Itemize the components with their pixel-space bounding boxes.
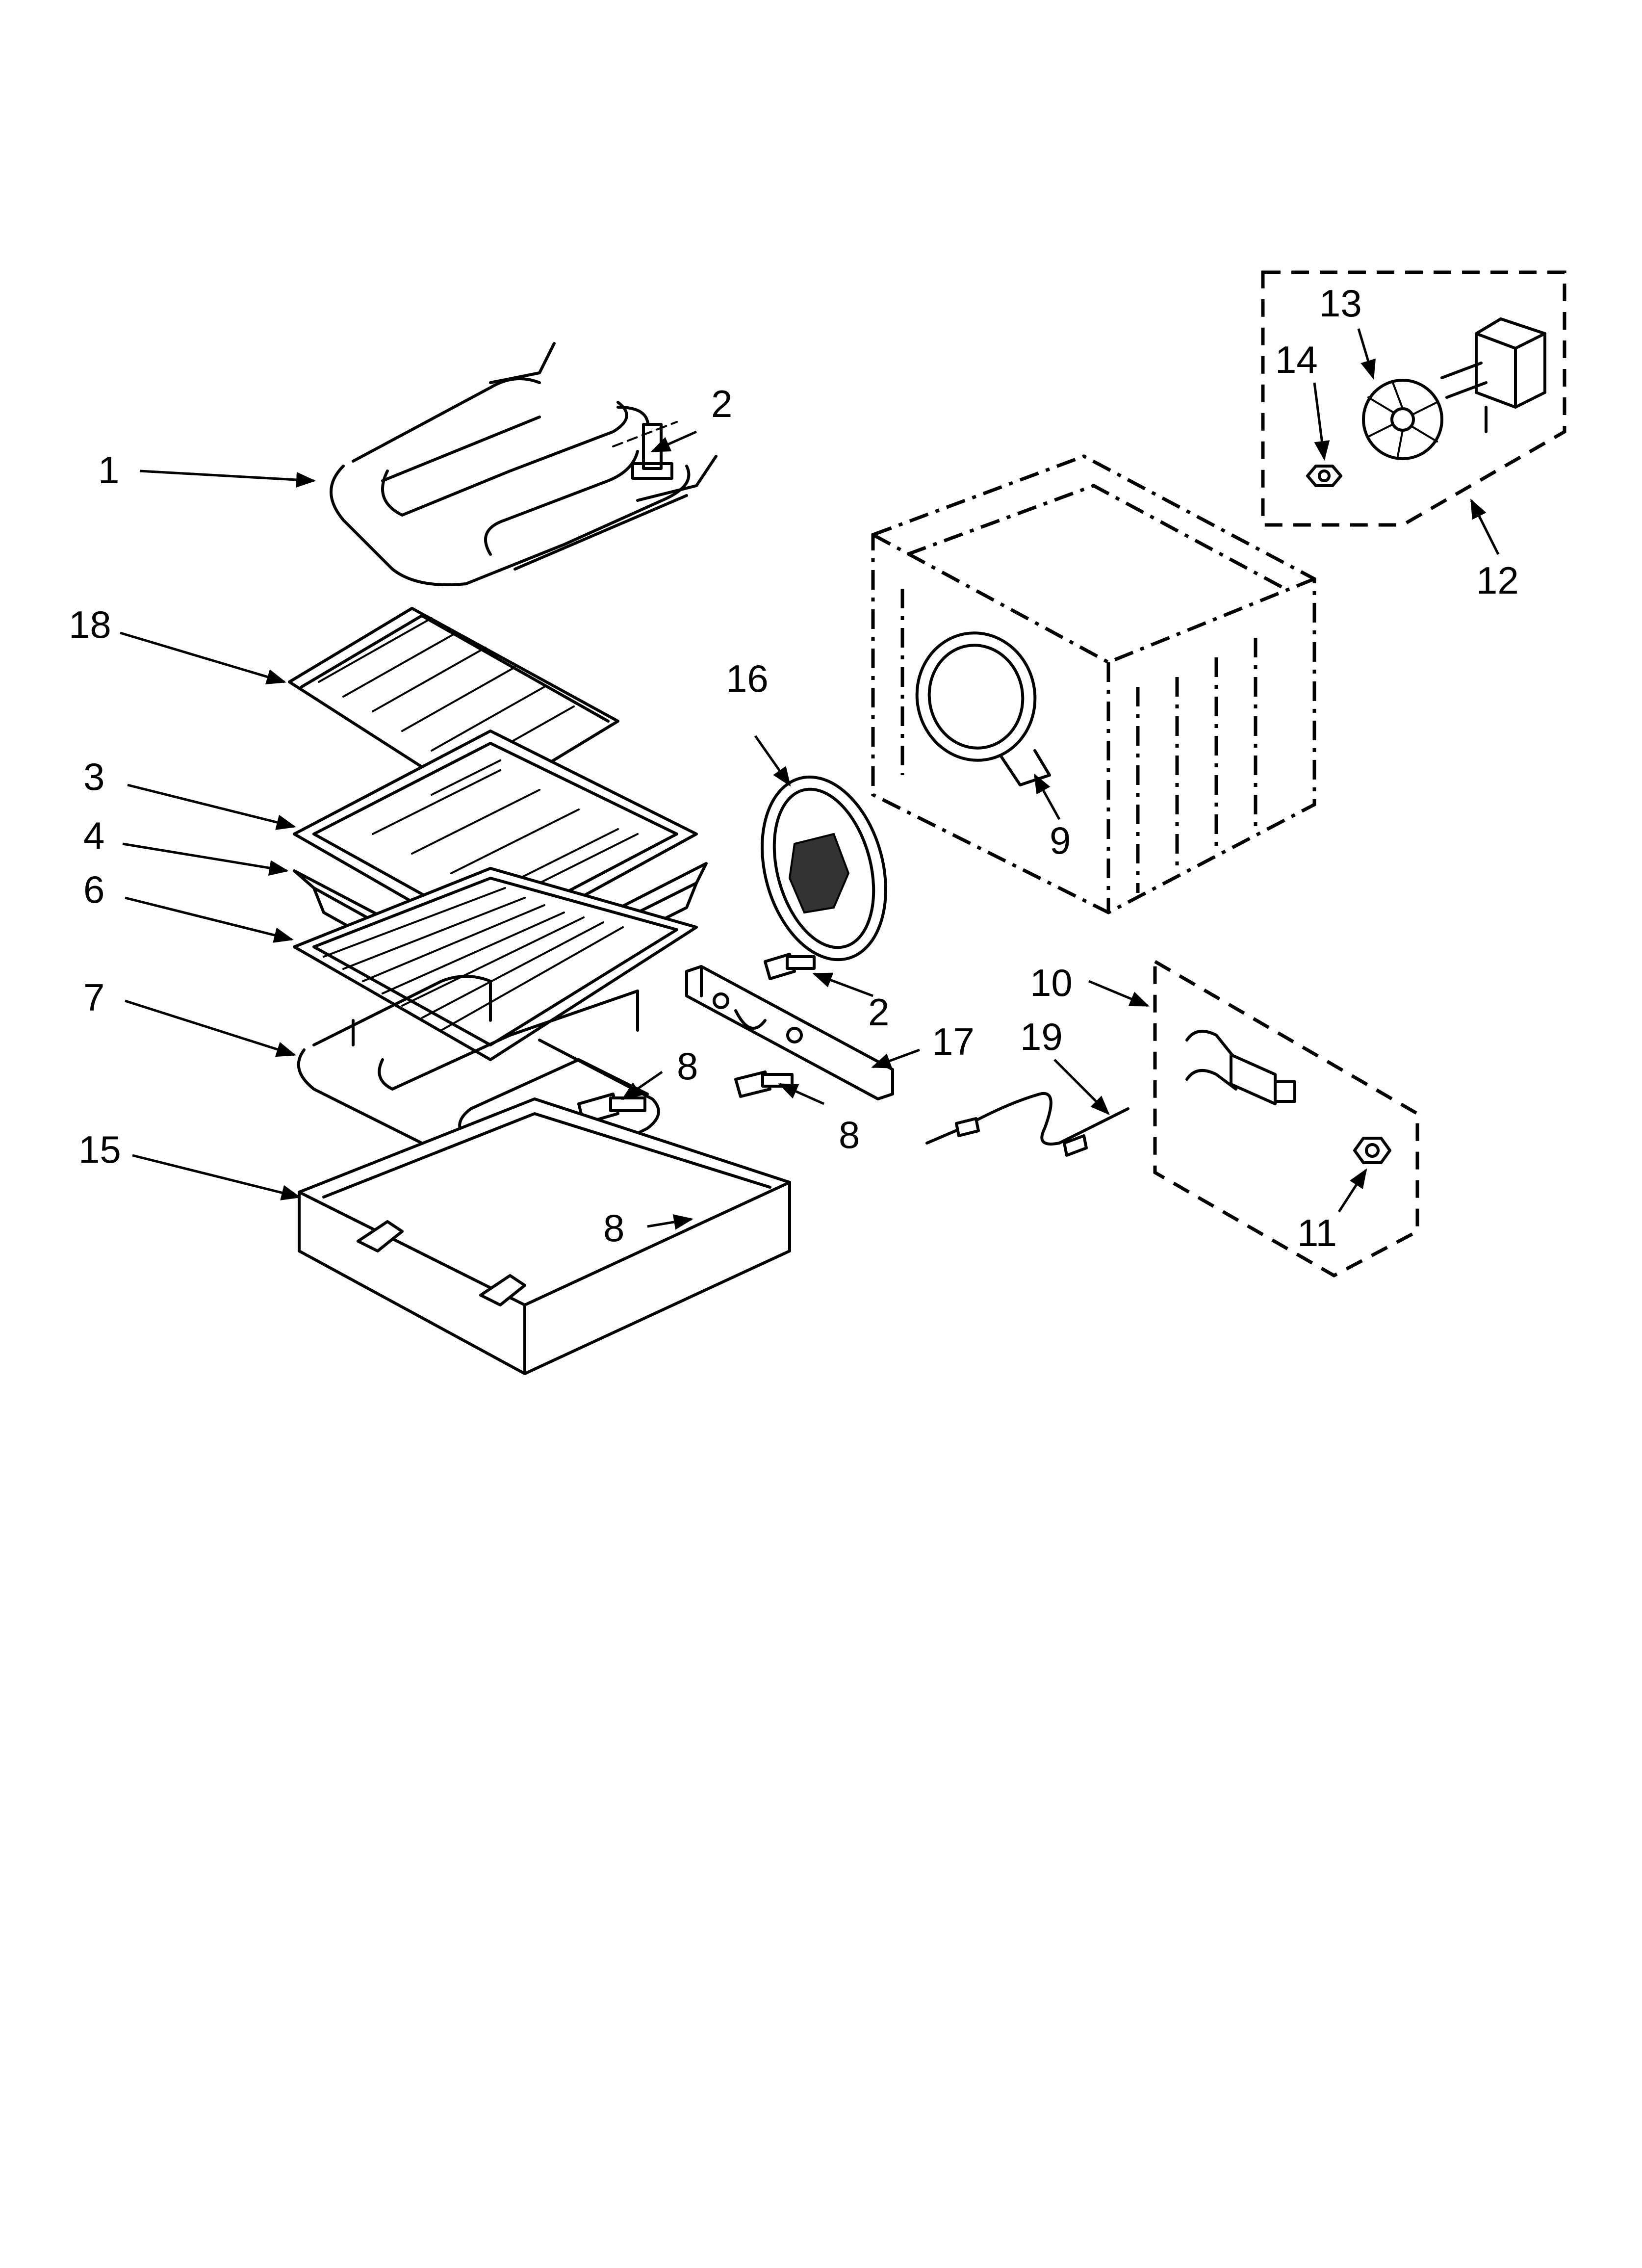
callout-1: 1 [98,448,119,492]
callout-13: 13 [1319,282,1362,325]
callout-4: 4 [83,814,104,857]
probe-jack [1185,1030,1296,1105]
callout-17: 17 [932,1020,975,1063]
callout-14: 14 [1275,338,1318,381]
callout-18: 18 [69,603,111,646]
callout-2-top: 2 [711,382,732,425]
callout-10: 10 [1030,961,1073,1004]
fan-motor [1440,317,1546,433]
callout-3: 3 [83,755,104,798]
callout-7: 7 [83,976,104,1019]
meat-probe [925,1092,1129,1157]
callout-16: 16 [726,657,769,700]
broil-element [330,342,718,586]
fan-blade [1362,379,1443,460]
callout-8-c: 8 [603,1206,624,1250]
screw-8-right [734,1070,794,1098]
screw-fan-cover [764,953,816,980]
callout-19: 19 [1020,1015,1063,1058]
leader-lines [120,328,1500,1230]
callout-6: 6 [83,868,104,911]
callout-12: 12 [1476,559,1519,602]
fan-nut [1306,465,1342,487]
callout-15: 15 [78,1128,121,1171]
callout-9: 9 [1050,819,1071,862]
convection-fan-cover [761,775,887,962]
element-bracket [685,965,894,1100]
oven-cavity-outline [871,454,1316,914]
bottom-drawer-pan [298,1097,791,1375]
callout-8-b: 8 [839,1113,860,1156]
meat-probe-jack-group [1153,958,1419,1277]
callout-8-a: 8 [677,1044,698,1088]
callout-labels: 1 2 18 3 4 6 7 8 8 8 15 16 2 17 19 9 10 … [69,282,1519,1254]
callout-2-bottom: 2 [868,991,889,1034]
oven-rack [293,867,698,1061]
convection-fan-motor-group [1261,270,1566,527]
convection-element-ring [915,631,1051,786]
callout-11: 11 [1297,1211,1337,1254]
probe-jack-nut [1353,1137,1391,1164]
